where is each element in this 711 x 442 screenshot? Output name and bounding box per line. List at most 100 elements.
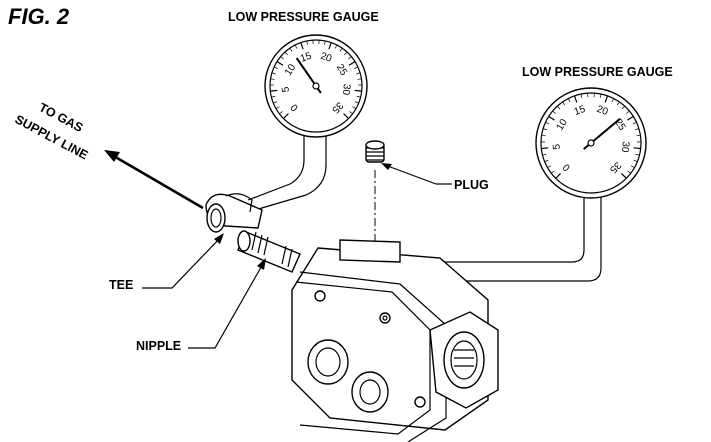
gauge-tick	[552, 110, 556, 114]
gauge-number: 5	[551, 143, 563, 150]
supply-line-arrow	[104, 150, 204, 210]
gauge-tick	[273, 66, 278, 69]
gauge-tick	[279, 111, 283, 115]
tee-leader-line	[142, 235, 223, 289]
gauge-tick	[300, 42, 304, 50]
right-gauge-ticks	[541, 93, 641, 179]
gauge-tick	[280, 56, 284, 60]
gauge-tick	[633, 159, 638, 162]
left-gauge-tube-inner	[254, 136, 327, 211]
left-gauge-caption: LOW PRESSURE GAUGE	[228, 10, 379, 24]
right-gauge-dial-face	[540, 92, 642, 194]
gauge-tick	[356, 72, 361, 75]
gauge-tick	[543, 128, 548, 131]
tee-label: TEE	[109, 278, 133, 292]
gauge-tick	[555, 172, 562, 179]
left-gauge-ticks	[270, 40, 362, 119]
gauge-tick	[630, 165, 635, 168]
gauge-tick	[356, 95, 361, 98]
nipple-label: NIPPLE	[136, 339, 181, 353]
gauge-tick	[545, 122, 550, 125]
gauge-tick	[635, 153, 640, 156]
gauge-tick	[621, 105, 625, 110]
gauge-tick	[283, 113, 289, 119]
gauge-tick	[348, 61, 356, 66]
gauge-tick	[284, 51, 288, 56]
gauge-tick	[599, 93, 602, 99]
right-gauge-pivot	[587, 139, 595, 147]
gauge-tick	[348, 56, 352, 60]
gauge-tick	[270, 89, 278, 92]
gauge-tick	[357, 78, 362, 80]
gauge-number: 30	[619, 141, 631, 154]
gauge-number: 30	[340, 83, 352, 96]
gauge-tick	[580, 93, 583, 99]
gauge-tick	[620, 172, 627, 179]
nipple-leader-arrow	[257, 258, 266, 270]
gauge-tick	[551, 170, 555, 174]
gauge-number: 15	[573, 104, 588, 118]
gauge-tick	[343, 113, 349, 119]
right-gauge-tube-outer	[372, 197, 585, 263]
gauge-tick	[541, 134, 546, 137]
plug-icon	[365, 140, 385, 163]
gauge-tick	[276, 61, 284, 66]
gauge-tick	[544, 159, 549, 162]
gauge-tick	[354, 101, 359, 104]
gauge-tick	[636, 134, 641, 137]
plug-leader-arrow	[381, 163, 392, 170]
left-gauge-dial-face	[269, 39, 363, 133]
gauge-tick	[294, 44, 298, 49]
gauge-tick	[573, 95, 578, 103]
figure-title: FIG. 2	[8, 4, 70, 29]
gauge-tick	[626, 110, 630, 114]
gauge-tick	[275, 106, 280, 110]
gauge-tick	[334, 44, 338, 49]
gauge-number: 15	[299, 51, 314, 65]
tee-fitting	[205, 193, 263, 233]
gauge-number: 5	[280, 86, 292, 93]
gauge-tick	[289, 47, 293, 52]
gauge-tick	[324, 40, 326, 45]
gauge-tick	[270, 78, 275, 80]
right-gauge-caption: LOW PRESSURE GAUGE	[522, 65, 673, 79]
gauge-tick	[339, 47, 343, 52]
gauge-tick	[547, 165, 552, 168]
nipple-fitting	[237, 230, 301, 273]
gauge-tick	[633, 147, 641, 150]
plug-leader-line	[384, 164, 437, 185]
gauge-tick	[271, 95, 276, 98]
gauge-tick	[616, 101, 620, 106]
gauge-tick	[306, 40, 308, 45]
gauge-tick	[627, 115, 634, 121]
gauge-tick	[354, 66, 359, 69]
gauge-tick	[634, 128, 639, 131]
gauge-tick	[562, 101, 566, 106]
gauge-tick	[604, 95, 609, 103]
gauge-tick	[548, 115, 555, 121]
gauge-tick	[632, 122, 637, 125]
gauge-tick	[627, 170, 631, 174]
plug-label: PLUG	[454, 178, 489, 192]
right-gauge-tube-inner	[372, 197, 602, 282]
gauge-tick	[271, 72, 276, 75]
gauge-tick	[352, 106, 357, 110]
gauge-tick	[541, 147, 549, 150]
gauge-number: 20	[595, 104, 610, 118]
left-gauge-pivot	[312, 82, 320, 90]
gauge-tick	[349, 111, 353, 115]
nipple-leader-line	[188, 261, 265, 349]
gauge-tick	[611, 98, 615, 103]
gauge-tick	[273, 101, 278, 104]
gauge-tick	[328, 42, 332, 50]
gauge-tick	[557, 105, 561, 110]
regulator-body	[291, 239, 499, 442]
tee-leader-arrow	[214, 233, 224, 244]
left-gauge-tube-outer	[247, 136, 305, 201]
gauge-tick	[542, 153, 547, 156]
gauge-tick	[354, 89, 362, 92]
gauge-number: 20	[319, 51, 334, 65]
gauge-tick	[567, 98, 571, 103]
